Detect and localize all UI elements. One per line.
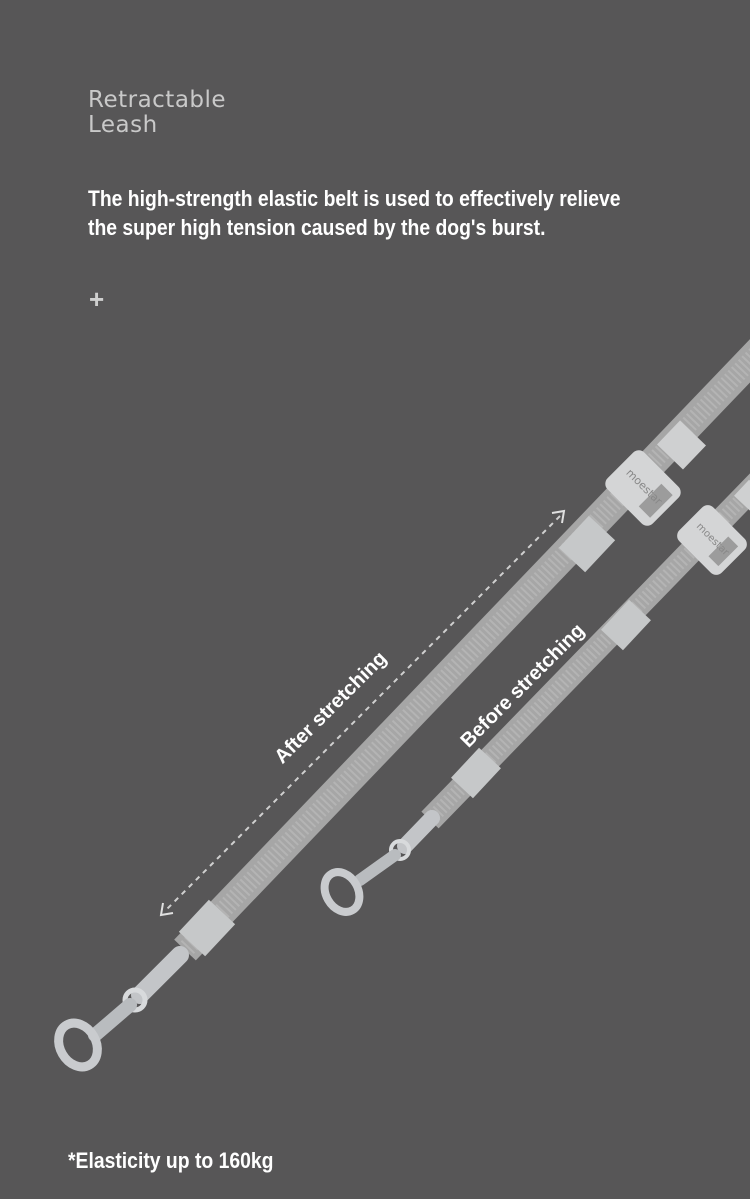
title-line-2: Leash <box>88 112 158 138</box>
leash-stretched: moestar <box>54 339 750 1072</box>
stretch-arrow <box>159 509 566 917</box>
leash-unstretched: moestar <box>320 473 750 916</box>
title-line-1: Retractable <box>88 87 227 113</box>
buckle: moestar <box>605 450 681 526</box>
metal-clip <box>320 810 440 916</box>
footnote: *Elasticity up to 160kg <box>68 1148 274 1173</box>
buckle: moestar <box>677 505 747 575</box>
plus-icon: + <box>89 284 105 314</box>
metal-clip <box>54 946 189 1072</box>
description: The high-strength elastic belt is used t… <box>88 186 621 240</box>
